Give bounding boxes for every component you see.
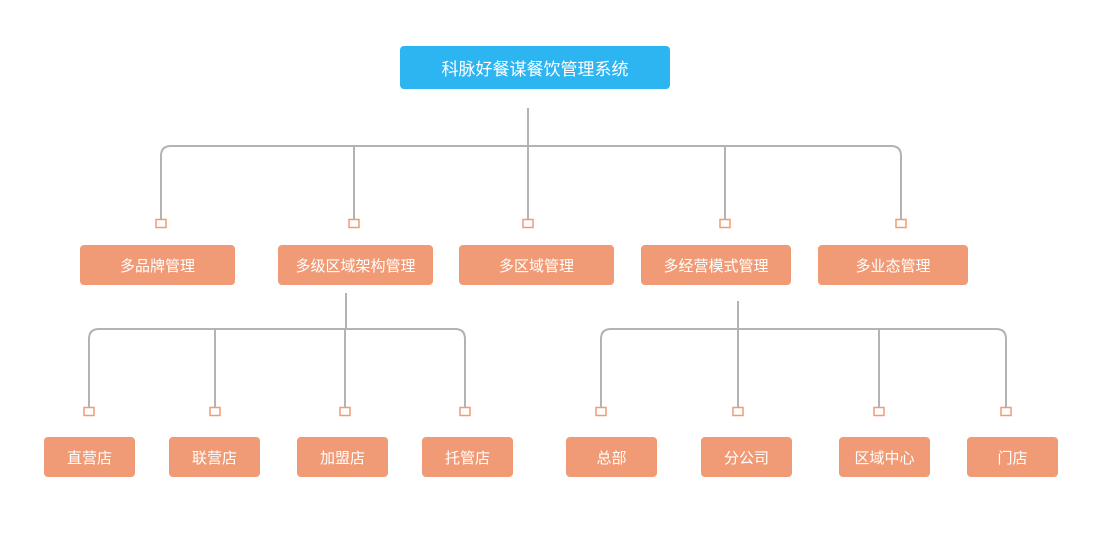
connector-marker [155,218,167,229]
connector-marker [719,218,731,229]
root-node: 科脉好餐谋餐饮管理系统 [400,46,670,89]
node-joint-store: 联营店 [169,437,260,477]
node-multi-region: 多区域管理 [459,245,614,285]
connector-marker [732,406,744,417]
node-headquarters: 总部 [566,437,657,477]
connector-marker [83,406,95,417]
connector-marker [1000,406,1012,417]
connector-level1-bar [160,145,902,220]
node-regional-center: 区域中心 [839,437,930,477]
connector-marker [595,406,607,417]
connector-marker [522,218,534,229]
connector-marker [209,406,221,417]
node-branch-company: 分公司 [701,437,792,477]
node-franchise-store: 加盟店 [297,437,388,477]
node-managed-store: 托管店 [422,437,513,477]
connector-marker [895,218,907,229]
node-store: 门店 [967,437,1058,477]
connector-marker [873,406,885,417]
node-multi-level-structure: 多级区域架构管理 [278,245,433,285]
node-multi-format: 多业态管理 [818,245,968,285]
node-direct-store: 直营店 [44,437,135,477]
connector-marker [348,218,360,229]
connector-marker [459,406,471,417]
connector-marker [339,406,351,417]
connector-mode-bar [600,328,1007,408]
node-multi-brand: 多品牌管理 [80,245,235,285]
node-multi-operation-mode: 多经营模式管理 [641,245,791,285]
connector-structure-bar [88,328,466,408]
